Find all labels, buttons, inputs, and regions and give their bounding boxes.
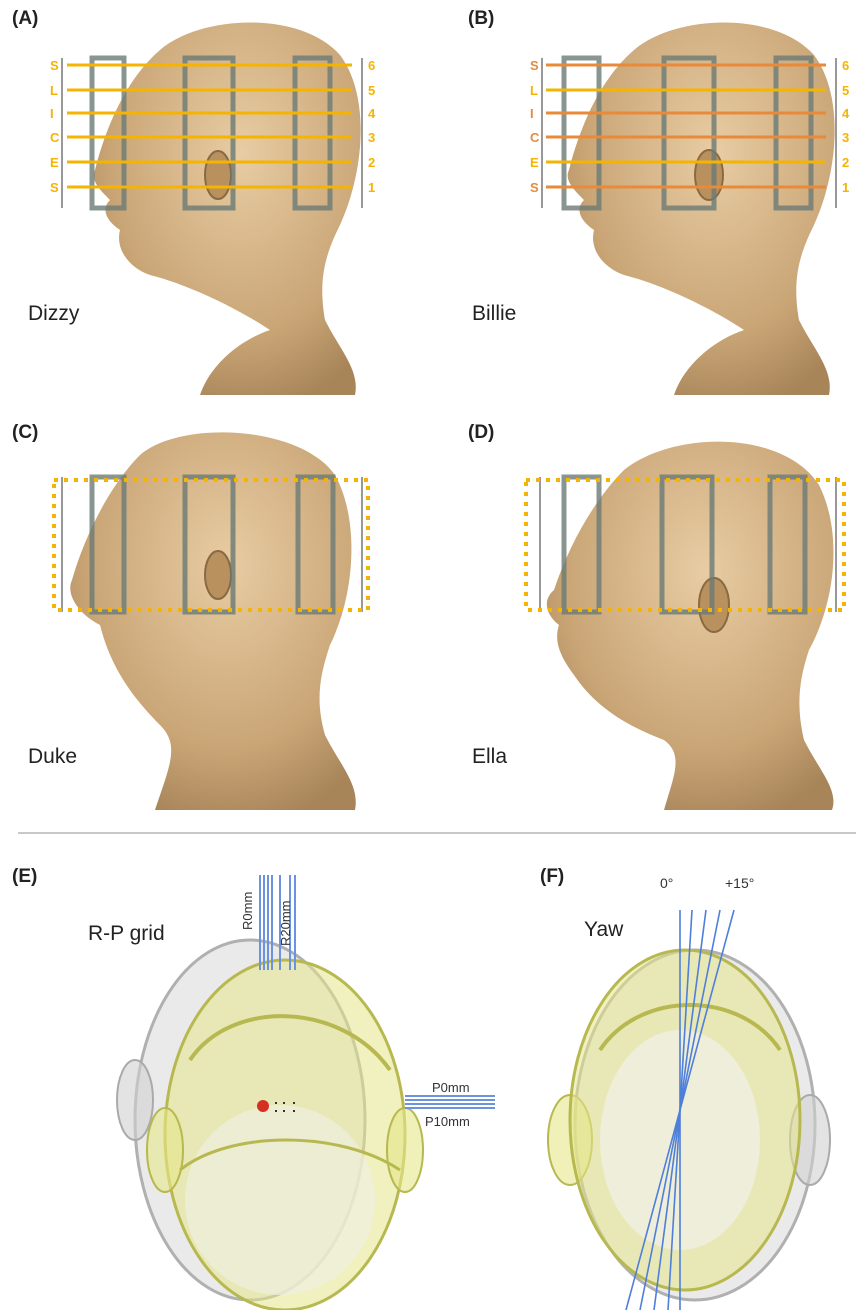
panel-a-head-figure: S L I C E S 6 5 4 3 2 1 xyxy=(40,10,380,395)
yaw-zero-label: 0° xyxy=(660,875,673,891)
yaw-plus15-label: +15° xyxy=(725,875,754,891)
p10-label: P10mm xyxy=(425,1114,470,1129)
slice-letter: C xyxy=(50,130,60,145)
ear-shape xyxy=(205,151,231,199)
phantom-name-d: Ella xyxy=(472,745,507,769)
panel-label-a: (A) xyxy=(12,8,38,30)
slice-letter: S xyxy=(530,58,539,73)
panel-label-e: (E) xyxy=(12,866,37,888)
slice-number: 5 xyxy=(368,83,375,98)
ear-shape xyxy=(205,551,231,599)
slice-letter: E xyxy=(50,155,59,170)
phantom-name-c: Duke xyxy=(28,745,77,769)
slice-letter: L xyxy=(530,83,538,98)
panel-label-c: (C) xyxy=(12,422,38,444)
panel-f-head-overlay: 0° +15° xyxy=(520,870,858,1314)
phantom-name-b: Billie xyxy=(472,302,516,326)
slice-letter: L xyxy=(50,83,58,98)
panel-e-head-overlay: R0mm R20mm P0mm P10mm xyxy=(100,870,510,1310)
p0-label: P0mm xyxy=(432,1080,470,1095)
r20-label: R20mm xyxy=(278,900,293,946)
ear-shape xyxy=(695,150,723,200)
slice-number: 1 xyxy=(368,180,375,195)
target-marker xyxy=(257,1100,269,1112)
phantom-name-a: Dizzy xyxy=(28,302,79,326)
slice-number: 2 xyxy=(368,155,375,170)
slice-letter: C xyxy=(530,130,540,145)
slice-number: 1 xyxy=(842,180,849,195)
slice-letter: I xyxy=(530,106,534,121)
panel-label-b: (B) xyxy=(468,8,494,30)
head-silhouette xyxy=(547,442,834,810)
slice-number: 4 xyxy=(368,106,376,121)
slice-number: 2 xyxy=(842,155,849,170)
panel-b-head-figure: S L I C E S 6 5 4 3 2 1 xyxy=(514,10,858,395)
slice-letter: I xyxy=(50,106,54,121)
slice-number: 6 xyxy=(842,58,849,73)
head-silhouette xyxy=(70,432,356,810)
slice-number: 5 xyxy=(842,83,849,98)
slice-letter: E xyxy=(530,155,539,170)
panel-divider xyxy=(18,832,856,834)
r0-label: R0mm xyxy=(240,892,255,930)
slice-number: 3 xyxy=(842,130,849,145)
slice-letter: S xyxy=(530,180,539,195)
panel-label-d: (D) xyxy=(468,422,494,444)
slice-letter: S xyxy=(50,58,59,73)
slice-number: 4 xyxy=(842,106,850,121)
slice-number: 6 xyxy=(368,58,375,73)
slice-letter: S xyxy=(50,180,59,195)
panel-d-head-figure xyxy=(514,425,858,810)
slice-number: 3 xyxy=(368,130,375,145)
panel-c-head-figure xyxy=(40,425,380,810)
